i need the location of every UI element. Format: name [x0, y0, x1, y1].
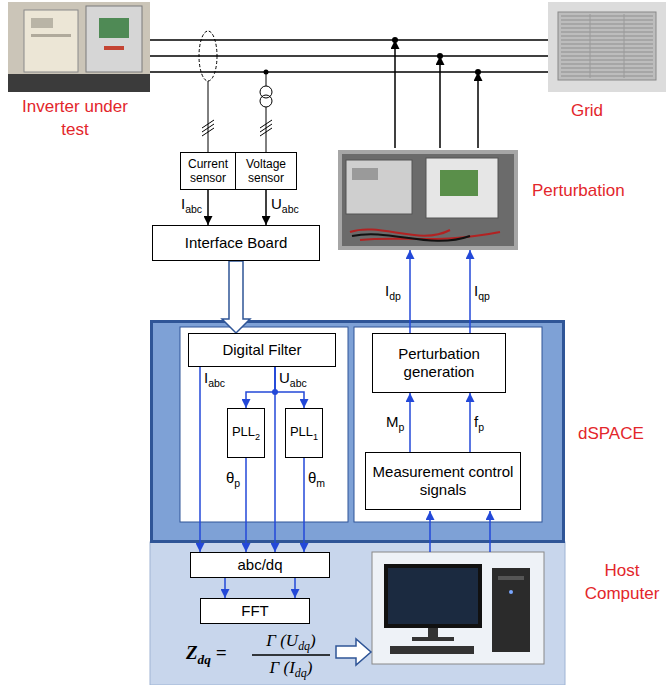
box-label: Perturbation generation — [373, 345, 505, 381]
box-label: FFT — [241, 602, 269, 620]
control-arrows — [430, 511, 490, 552]
signal-label: Uabc — [271, 196, 299, 215]
fraction-bar — [252, 654, 330, 655]
process-box: Digital Filter — [188, 333, 336, 367]
connector — [294, 578, 296, 598]
grid-photo-node: Grid — [548, 2, 666, 92]
sensor-box: Current sensor — [180, 152, 236, 190]
perturbation-photo — [338, 150, 518, 250]
connector — [274, 367, 276, 552]
dspace-region — [152, 322, 564, 542]
signal-label: Uabc — [279, 370, 307, 389]
box-label: Voltage sensor — [236, 157, 296, 186]
dspace-region: dSPACEDigital FilterPLL2PLL1Perturbation… — [150, 320, 565, 542]
connector — [265, 190, 267, 225]
sensor-box: Voltage sensor — [235, 152, 297, 190]
formula-text: Γ (Idq) — [250, 658, 332, 680]
sensor-taps — [199, 31, 272, 152]
process-box: Interface Board — [152, 225, 320, 261]
subscript: 2 — [255, 432, 260, 442]
inverter-photo — [8, 2, 150, 92]
box-label: PLL1 — [290, 424, 318, 442]
inverter-photo-node: Inverter under test — [8, 2, 150, 92]
formula-text: Zdq = — [186, 643, 226, 666]
signal-label: Iabc — [204, 370, 225, 389]
grid-photo — [548, 2, 666, 92]
block-label: Grid — [547, 100, 627, 123]
subscript: p — [234, 477, 240, 489]
perturbation-photo-node: Perturbation — [338, 150, 518, 250]
dspace-panel — [354, 327, 542, 522]
process-box: FFT — [200, 598, 310, 624]
subscript: dq — [198, 652, 211, 667]
connector — [245, 458, 247, 552]
connector — [409, 393, 411, 452]
subscript: qp — [478, 290, 490, 302]
signal-label: Iabc — [181, 196, 202, 215]
process-box: abc/dq — [190, 552, 330, 578]
connector — [224, 578, 226, 598]
connector — [150, 39, 548, 41]
block-label: Perturbation — [532, 180, 625, 203]
signal-label: Iqp — [474, 283, 490, 302]
box-label: PLL2 — [232, 424, 260, 442]
signal-label: θp — [226, 470, 240, 489]
subscript: 1 — [313, 432, 318, 442]
box-label: Digital Filter — [222, 341, 301, 359]
signal-label: θm — [308, 470, 325, 489]
box-label: abc/dq — [237, 556, 282, 574]
subscript: m — [316, 477, 325, 489]
connector — [150, 71, 548, 73]
formula-text: Γ (Udq) — [250, 631, 332, 653]
signal-label: Idp — [385, 283, 401, 302]
subscript: p — [478, 421, 484, 433]
block-label: dSPACE — [578, 423, 644, 446]
host-region: Host Computerabc/dqFFT — [150, 542, 565, 685]
hollow-arrow — [222, 261, 250, 333]
connector — [469, 250, 471, 333]
connector — [199, 367, 201, 552]
subscript: dp — [389, 290, 401, 302]
process-box: Measurement control signals — [365, 452, 521, 510]
signal-label: Mp — [386, 414, 404, 433]
subscript: p — [399, 421, 405, 433]
pll-box: PLL2 — [227, 408, 265, 458]
subscript: abc — [282, 203, 299, 215]
block-label: Inverter under test — [20, 96, 130, 142]
box-label: Measurement control signals — [366, 463, 520, 499]
pll-box: PLL1 — [285, 408, 323, 458]
connector — [303, 458, 305, 552]
hollow-arrow — [336, 639, 371, 665]
host-region — [150, 542, 565, 685]
subscript: dq — [295, 666, 307, 680]
block-label: Host Computer — [580, 560, 664, 606]
connector — [409, 250, 411, 333]
process-box: Perturbation generation — [372, 333, 506, 393]
dspace-panel — [180, 327, 348, 522]
connector — [207, 190, 209, 225]
computer-photo — [372, 552, 544, 664]
subscript: abc — [208, 377, 225, 389]
box-label: Interface Board — [185, 234, 288, 252]
connector — [469, 393, 471, 452]
subscript: dq — [298, 639, 310, 653]
connector — [150, 55, 548, 57]
signal-label: fp — [474, 414, 484, 433]
connector — [246, 367, 275, 408]
box-label: Current sensor — [181, 157, 235, 186]
subscript: abc — [185, 203, 202, 215]
subscript: abc — [290, 377, 307, 389]
